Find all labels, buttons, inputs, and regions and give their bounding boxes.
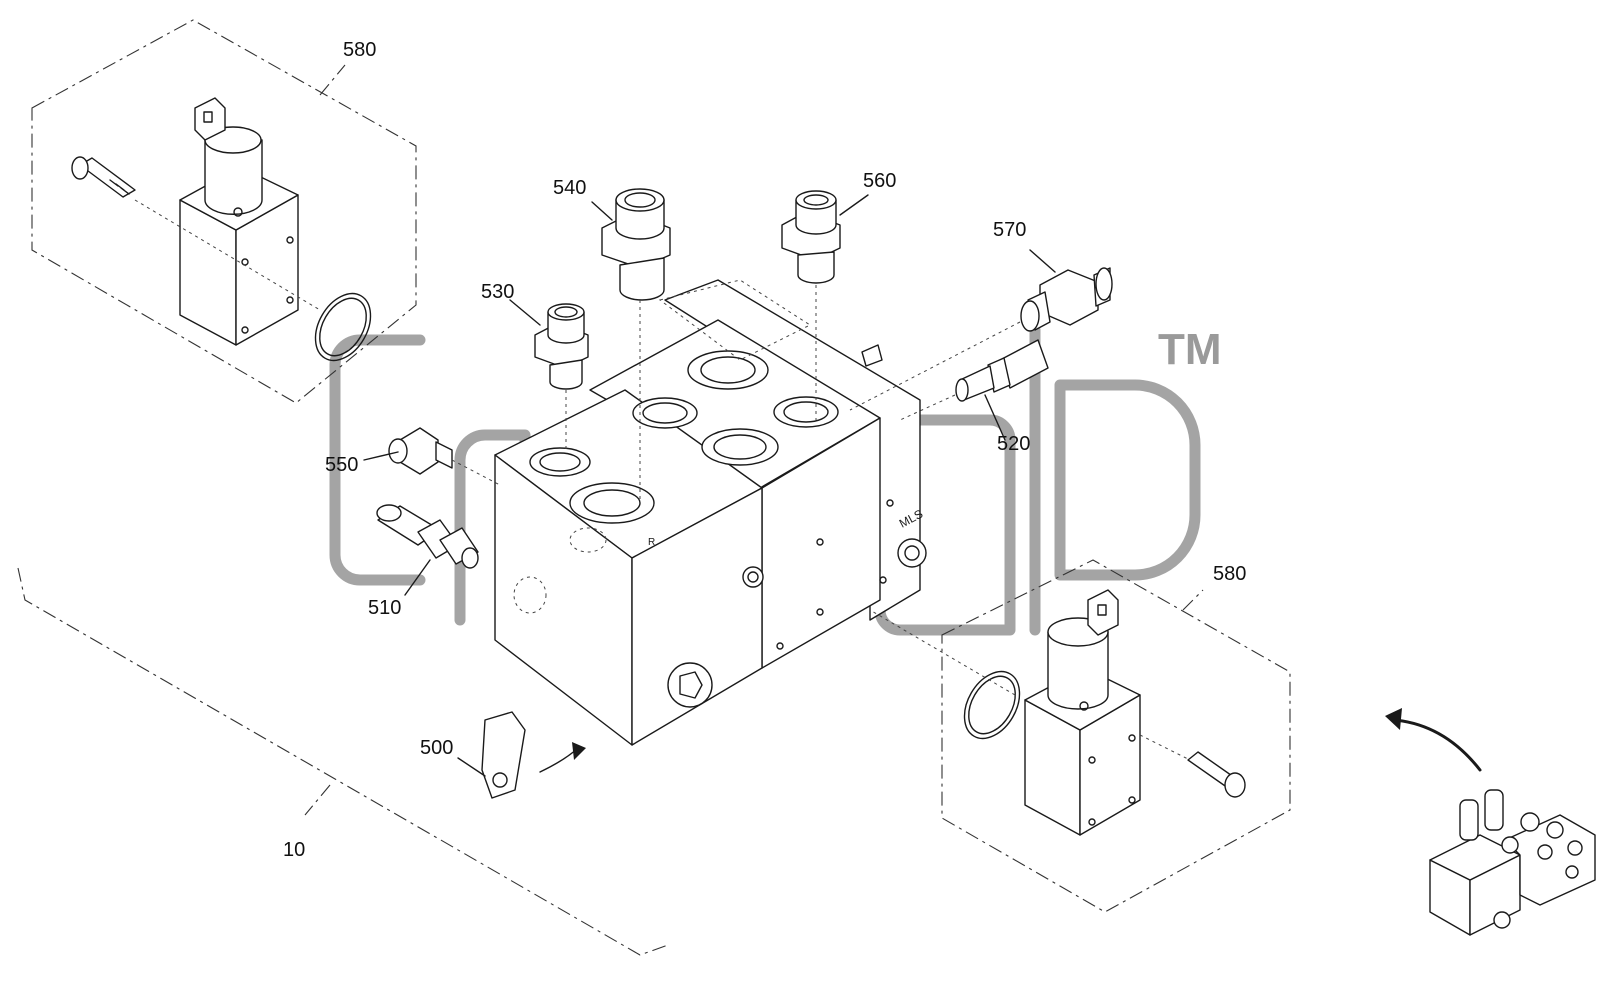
thumbnail-view [1385, 708, 1596, 936]
label-580-top: 580 [343, 39, 377, 61]
label-540: 540 [553, 177, 587, 199]
leader-lines [363, 194, 1056, 777]
fitting-540 [601, 188, 671, 500]
solenoid-group-580-top [31, 19, 417, 404]
label-550: 550 [325, 454, 359, 476]
block-front-mark: R [648, 537, 655, 548]
label-560: 560 [863, 170, 897, 192]
label-580-bottom: 580 [1213, 563, 1247, 585]
label-510: 510 [368, 597, 402, 619]
sensor-510 [376, 504, 479, 569]
solenoid-group-580-bottom [869, 559, 1291, 913]
fitting-570 [849, 267, 1113, 411]
fitting-550 [388, 427, 501, 486]
label-520: 520 [997, 433, 1031, 455]
fitting-530 [534, 303, 589, 450]
sensor-520 [899, 339, 1049, 421]
fitting-560 [781, 190, 841, 420]
tag-500 [481, 711, 586, 799]
label-500: 500 [420, 737, 454, 759]
watermark-tm: TM [1158, 325, 1222, 374]
label-570: 570 [993, 219, 1027, 241]
manifold-block [494, 279, 927, 746]
assembly-10-outline [17, 567, 669, 956]
label-10: 10 [283, 839, 306, 861]
label-530: 530 [481, 281, 515, 303]
